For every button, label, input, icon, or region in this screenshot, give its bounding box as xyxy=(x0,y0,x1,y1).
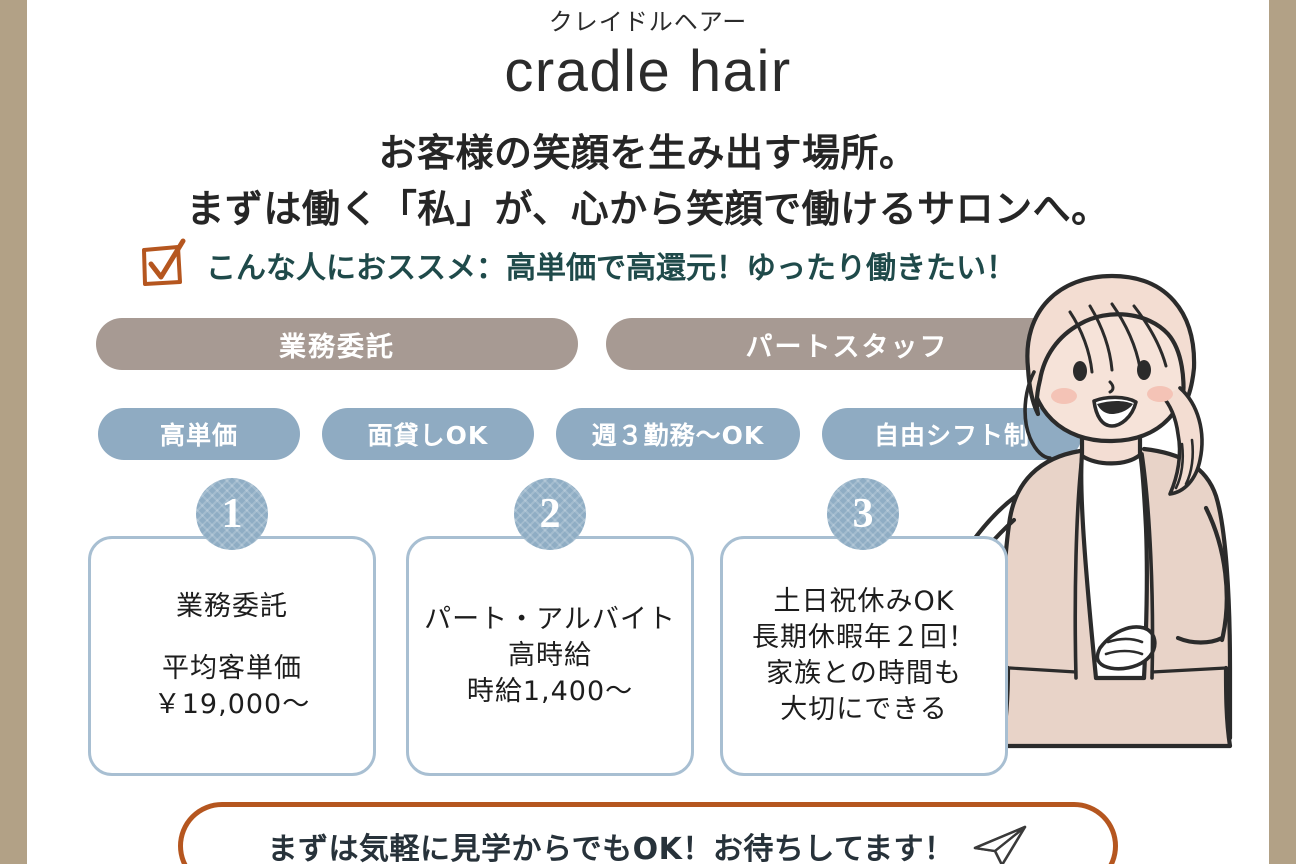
kana-brand-title: クレイドルヘアー xyxy=(548,8,748,36)
cta-banner[interactable]: まずは気軽に見学からでもOK！お待ちしてます！ xyxy=(178,802,1118,864)
info-card-3-line-3: 大切にできる xyxy=(780,694,948,726)
info-card-3-title: 土日祝休みOK xyxy=(773,585,955,617)
info-card-1-line-1: 平均客単価 xyxy=(162,652,302,684)
info-card-1: 業務委託 平均客単価 ￥19,000～ xyxy=(88,536,376,776)
info-card-1-title: 業務委託 xyxy=(176,590,288,622)
lead-line-2: まずは働く「私」が、心から笑顔で働けるサロンへ。 xyxy=(186,187,1110,231)
brand-title: cradle hair xyxy=(504,39,792,104)
right-border-strip xyxy=(1269,0,1296,864)
role-pill-part-staff[interactable]: パートスタッフ xyxy=(606,318,1088,370)
feature-tag-high-unit-price[interactable]: 高単価 xyxy=(98,408,300,460)
info-card-3: 土日祝休みOK 長期休暇年２回！ 家族との時間も 大切にできる xyxy=(720,536,1008,776)
info-card-2-title: パート・アルバイト xyxy=(424,603,676,635)
info-card-2: パート・アルバイト 高時給 時給1,400～ xyxy=(406,536,694,776)
recommendation-row: こんな人におススメ：高単価で高還元！ゆったり働きたい！ xyxy=(138,238,1016,292)
cta-text: まずは気軽に見学からでもOK！お待ちしてます！ xyxy=(267,832,955,864)
info-card-3-line-1: 長期休暇年２回！ xyxy=(752,621,976,653)
info-card-2-line-1: 高時給 xyxy=(508,639,592,671)
card-number-badge-2: 2 xyxy=(514,478,586,550)
smiling-woman-presenting-illustration xyxy=(930,268,1270,808)
feature-tag-three-days-week[interactable]: 週３勤務～OK xyxy=(556,408,800,460)
paper-plane-icon xyxy=(972,824,1028,864)
recommendation-text: こんな人におススメ：高単価で高還元！ゆったり働きたい！ xyxy=(206,251,1016,286)
card-number-badge-3: 3 xyxy=(827,478,899,550)
role-pill-gyomu-itaku[interactable]: 業務委託 xyxy=(96,318,578,370)
info-card-1-line-2: ￥19,000～ xyxy=(153,689,311,721)
card-number-badge-1: 1 xyxy=(196,478,268,550)
left-border-strip xyxy=(0,0,27,864)
lead-line-1: お客様の笑顔を生み出す場所。 xyxy=(378,131,918,175)
feature-tag-chair-rental-ok[interactable]: 面貸しOK xyxy=(322,408,534,460)
info-card-2-line-2: 時給1,400～ xyxy=(466,676,634,708)
checkbox-checked-icon xyxy=(138,238,190,292)
info-card-3-line-2: 家族との時間も xyxy=(766,658,962,689)
